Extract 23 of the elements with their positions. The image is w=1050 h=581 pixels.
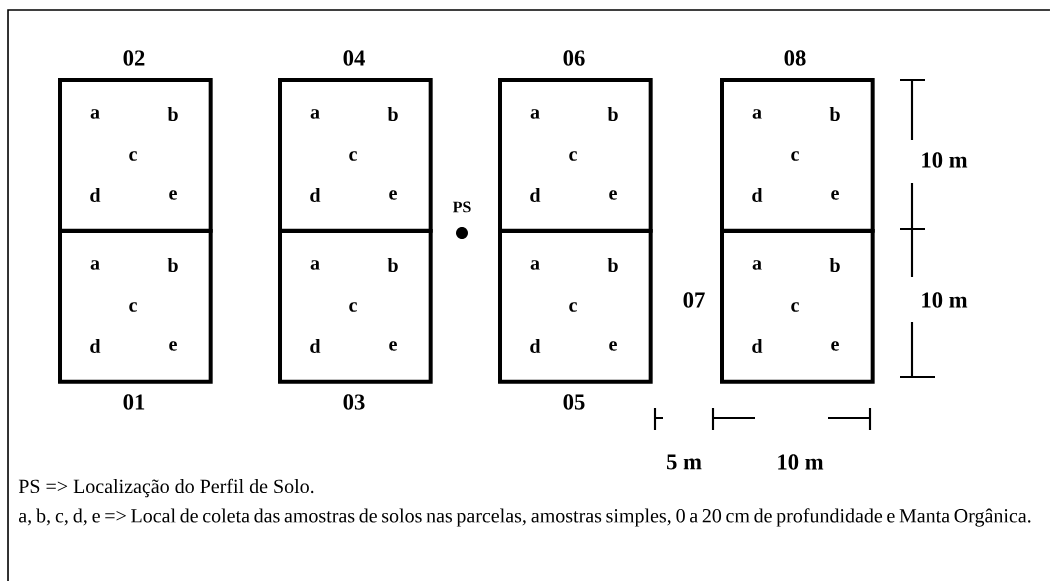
plot-number: 02 <box>123 50 145 66</box>
plot-number: 04 <box>343 50 365 66</box>
legend-text: a, b, c, d, e => Local de coleta das amostras de solos nas parcelas, amostras simples, 0 a 20 cm de profundidade e Manta Orgânica. <box>19 508 1031 527</box>
plot-box: a b c d e <box>278 229 433 384</box>
dimension-label: 10 m <box>922 152 968 168</box>
plot-number: 07 <box>683 292 705 308</box>
plot-number: 05 <box>563 394 585 410</box>
dimension-label: 5 m <box>666 454 702 470</box>
plot-box: a b c d e <box>58 78 213 233</box>
plot-number: 06 <box>563 50 585 66</box>
legend-text: PS => Localização do Perfil de Solo. <box>18 478 314 498</box>
plot-box: a b c d e <box>58 229 213 384</box>
dimension-label: 10 m <box>922 292 968 308</box>
plot-number: 03 <box>343 394 365 410</box>
plot-number: 01 <box>123 394 145 410</box>
plot-number: PS <box>452 201 471 213</box>
plot-box: a b c d e <box>498 78 653 233</box>
plot-number: 08 <box>784 50 806 66</box>
plot-box: a b c d e <box>720 229 875 384</box>
plot-box: a b c d e <box>278 78 433 233</box>
plot-box: a b c d e <box>720 78 875 233</box>
plot-box: a b c d e <box>498 229 653 384</box>
dimension-label: 10 m <box>778 454 824 470</box>
